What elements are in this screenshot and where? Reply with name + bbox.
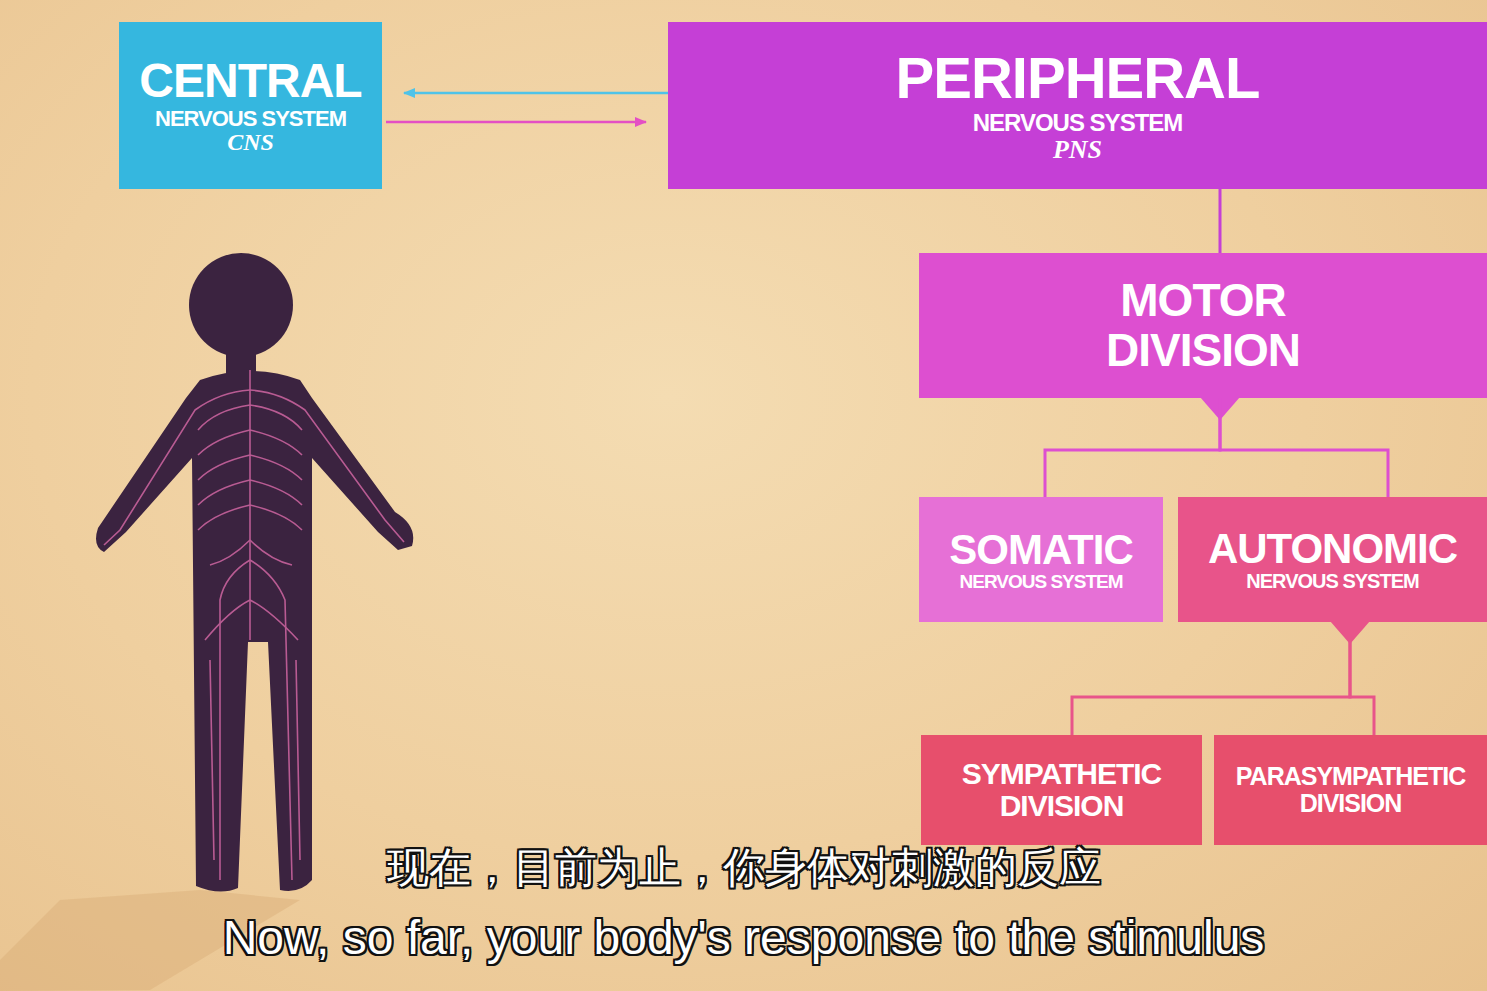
subtitle-line: 现在，目前为止，你身体对刺激的反应 — [0, 840, 1487, 896]
tree-connector — [1220, 398, 1388, 497]
node-subtitle: NERVOUS SYSTEM — [1246, 571, 1418, 593]
node-heading: SOMATIC — [949, 527, 1133, 572]
signal-arrow — [404, 92, 668, 95]
tree-connector — [1219, 189, 1222, 253]
cns-box: CENTRALNERVOUS SYSTEMCNS — [119, 22, 382, 189]
sympathetic-box: SYMPATHETIC DIVISION — [921, 735, 1202, 845]
node-heading: AUTONOMIC — [1208, 526, 1457, 571]
node-subtitle: NERVOUS SYSTEM — [973, 110, 1183, 136]
pns-box: PERIPHERALNERVOUS SYSTEMPNS — [668, 22, 1487, 189]
tree-connector — [1350, 622, 1374, 735]
node-subtitle: NERVOUS SYSTEM — [959, 572, 1122, 593]
motor-division-box: MOTOR DIVISION — [919, 253, 1487, 398]
node-heading: PERIPHERAL — [896, 47, 1260, 110]
figure-neck — [226, 350, 256, 385]
node-heading: PARASYMPATHETIC DIVISION — [1222, 763, 1479, 817]
somatic-box: SOMATICNERVOUS SYSTEM — [919, 497, 1163, 622]
node-heading: MOTOR DIVISION — [1081, 276, 1325, 375]
subtitle-line: Now, so far, your body's response to the… — [0, 910, 1487, 965]
tree-connector — [1072, 622, 1350, 735]
nerve-lines — [104, 370, 404, 880]
node-heading: CENTRAL — [139, 55, 361, 107]
autonomic-box: AUTONOMICNERVOUS SYSTEM — [1178, 497, 1487, 622]
signal-arrow — [386, 121, 646, 124]
node-subtitle: PNS — [1053, 136, 1102, 164]
tree-connector — [1045, 398, 1220, 497]
figure-head — [189, 253, 293, 357]
node-subtitle: CNS — [227, 130, 274, 156]
human-figure — [96, 371, 413, 892]
node-heading: SYMPATHETIC DIVISION — [948, 758, 1176, 823]
node-subtitle: NERVOUS SYSTEM — [155, 107, 346, 131]
parasympathetic-box: PARASYMPATHETIC DIVISION — [1214, 735, 1487, 845]
